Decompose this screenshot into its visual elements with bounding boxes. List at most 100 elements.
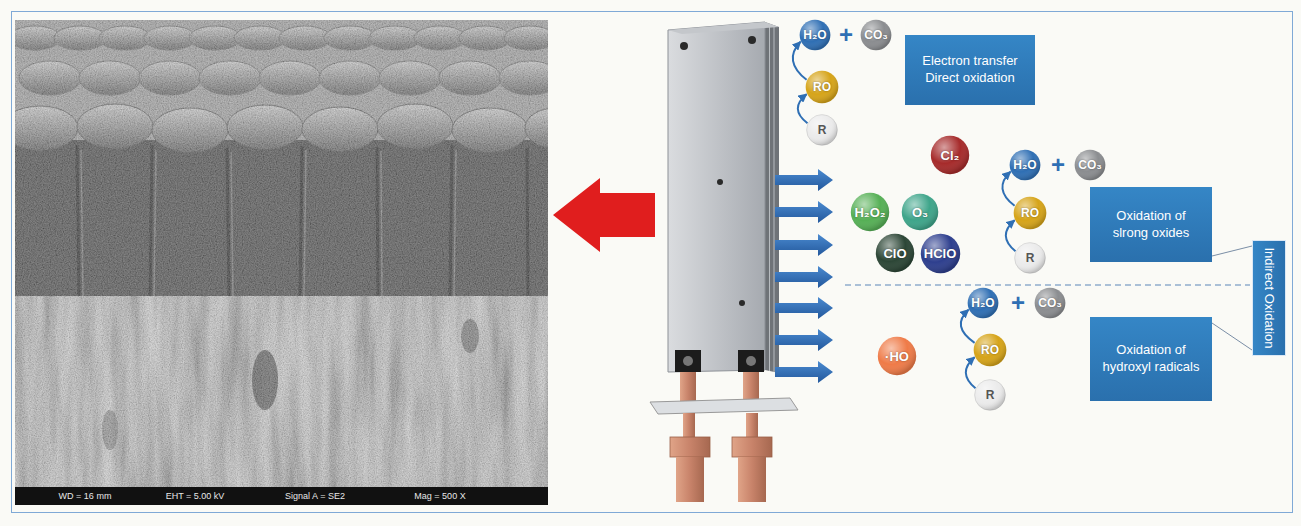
box-text: Oxidation of hydroxyl radicals — [1098, 342, 1204, 376]
connector-line — [1212, 323, 1252, 350]
circle-fill — [902, 194, 938, 230]
circle-fill — [876, 234, 914, 272]
plus-sign: + — [1051, 153, 1065, 177]
circle-highlight — [968, 288, 999, 319]
species-circle: Cl₂ — [930, 135, 970, 175]
circle-fill — [931, 136, 969, 174]
species-circle: RO — [1013, 196, 1047, 230]
reaction-arrow — [966, 357, 976, 388]
emission-arrows — [775, 169, 833, 383]
species-circle: H₂O — [1009, 149, 1041, 181]
species-formula: RO — [981, 343, 999, 357]
red-arrow — [553, 178, 655, 252]
species-circle: H₂O — [799, 19, 831, 51]
plus-sign: + — [839, 23, 853, 47]
circle-highlight — [800, 20, 831, 51]
process-box: Oxidation of slrong oxides — [1090, 187, 1212, 262]
process-box: Oxidation of hydroxyl radicals — [1090, 317, 1212, 401]
circle-highlight — [1014, 197, 1047, 230]
circle-fill — [920, 233, 959, 272]
species-formula: HClO — [924, 246, 957, 261]
sem-info-text: WD = 16 mm — [59, 492, 112, 501]
reaction-arrow — [1002, 172, 1014, 206]
circle-fill — [806, 71, 839, 104]
species-circle: RO — [805, 70, 839, 104]
species-circle: O₃ — [901, 193, 939, 231]
circle-highlight — [806, 71, 839, 104]
species-circle: H₂O₂ — [850, 192, 890, 232]
dashed-divider — [845, 285, 1250, 286]
sem-info-text: EHT = 5.00 kV — [166, 492, 225, 501]
species-circle: R — [1014, 242, 1046, 274]
species-formula: RO — [813, 80, 831, 94]
circle-highlight — [807, 115, 838, 146]
species-circle: CO₃ — [860, 19, 892, 51]
species-formula: H₂O — [1013, 158, 1036, 172]
circle-highlight — [876, 234, 914, 272]
circle-highlight — [1035, 288, 1066, 319]
species-formula: H₂O — [803, 28, 826, 42]
species-formula: ClO — [883, 246, 906, 261]
circle-highlight — [851, 193, 889, 231]
species-circle: R — [974, 379, 1006, 411]
connector-line — [1212, 246, 1252, 256]
circle-fill — [974, 334, 1007, 367]
species-circle: RO — [973, 333, 1007, 367]
reaction-arrow — [1006, 220, 1016, 251]
species-circle: ·HO — [877, 336, 917, 376]
species-formula: Cl₂ — [941, 148, 960, 163]
circle-fill — [851, 193, 889, 231]
species-circle: CO₃ — [1034, 287, 1066, 319]
species-formula: R — [818, 123, 827, 137]
circle-fill — [861, 20, 892, 51]
sem-info-bar — [15, 487, 548, 505]
species-formula: H₂O₂ — [854, 205, 885, 220]
box-text: Electron transfer Direct oxidation — [913, 53, 1027, 87]
circle-highlight — [920, 233, 959, 272]
circle-fill — [800, 20, 831, 51]
species-formula: RO — [1021, 206, 1039, 220]
species-circle: ClO — [875, 233, 915, 273]
circle-highlight — [974, 334, 1007, 367]
circle-highlight — [975, 380, 1006, 411]
species-formula: CO₃ — [1078, 158, 1102, 172]
circle-fill — [968, 288, 999, 319]
circle-fill — [1035, 288, 1066, 319]
circle-fill — [878, 337, 916, 375]
box-text: Indirect Oxidation — [1262, 247, 1277, 348]
sem-info-text: Signal A = SE2 — [285, 492, 345, 501]
circle-highlight — [902, 194, 938, 230]
species-formula: CO₃ — [864, 28, 888, 42]
circle-highlight — [931, 136, 969, 174]
reaction-arrow — [793, 42, 807, 80]
circle-fill — [1015, 243, 1046, 274]
process-box: Electron transfer Direct oxidation — [905, 35, 1035, 105]
electrode-stack — [650, 22, 798, 502]
plus-sign: + — [1011, 291, 1025, 315]
species-formula: CO₃ — [1038, 296, 1062, 310]
reaction-arrow — [798, 94, 808, 123]
sem-micrograph — [15, 20, 548, 505]
species-circle: H₂O — [967, 287, 999, 319]
circle-fill — [1075, 150, 1106, 181]
circle-fill — [1014, 197, 1047, 230]
circle-highlight — [1010, 150, 1041, 181]
circle-highlight — [1015, 243, 1046, 274]
category-box: Indirect Oxidation — [1252, 240, 1286, 356]
species-formula: O₃ — [912, 205, 928, 220]
circle-highlight — [1075, 150, 1106, 181]
species-circle: CO₃ — [1074, 149, 1106, 181]
species-formula: R — [986, 388, 995, 402]
frame-border — [12, 12, 1293, 513]
species-formula: ·HO — [885, 349, 909, 364]
reaction-arrow — [961, 310, 975, 343]
circle-fill — [975, 380, 1006, 411]
species-circle: HClO — [920, 233, 961, 274]
box-text: Oxidation of slrong oxides — [1098, 208, 1204, 242]
circle-highlight — [861, 20, 892, 51]
circle-fill — [807, 115, 838, 146]
sem-info-text: Mag = 500 X — [414, 492, 465, 501]
